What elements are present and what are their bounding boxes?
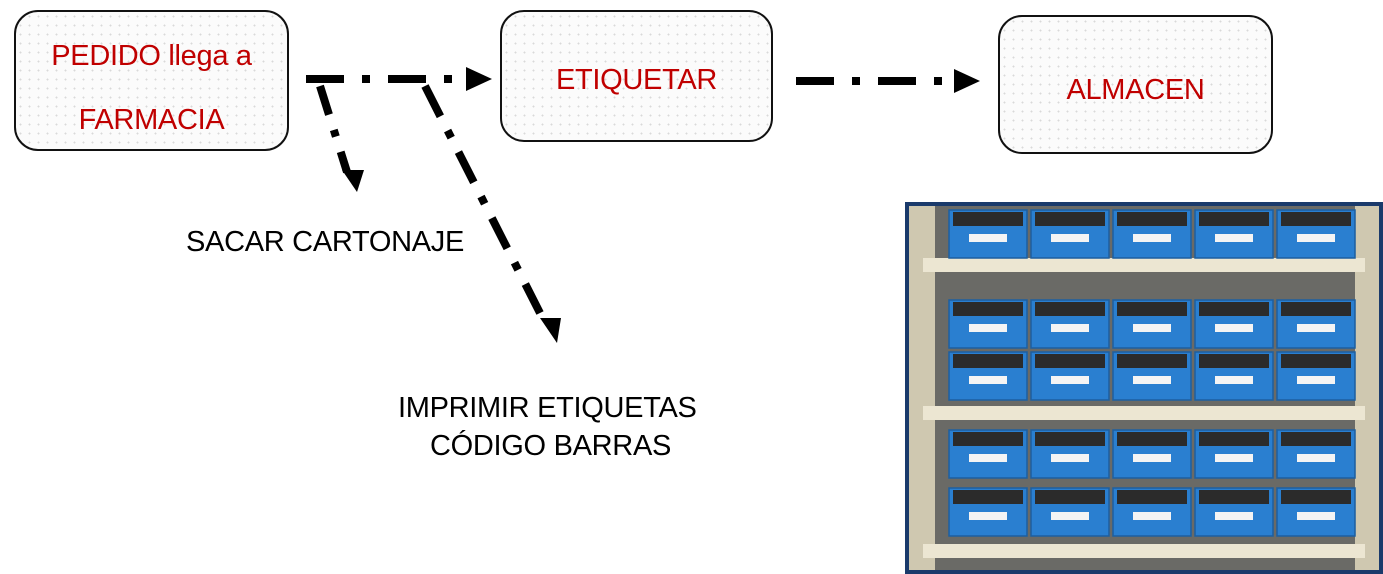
arrowhead-almacen <box>954 69 980 93</box>
arrowhead-imprimir <box>540 318 561 343</box>
storage-bin <box>948 429 1028 479</box>
storage-bin <box>1194 429 1274 479</box>
arrow-to-sacar-cartonaje <box>316 84 351 174</box>
storage-bin <box>1276 351 1356 401</box>
shelf-board <box>923 406 1365 420</box>
shelving-illustration <box>909 206 1379 570</box>
storage-bin <box>1276 429 1356 479</box>
storage-bin <box>1112 487 1192 537</box>
node-etiquetar: ETIQUETAR <box>500 10 773 142</box>
storage-bin <box>1112 429 1192 479</box>
storage-bin <box>1030 299 1110 349</box>
label-imprimir-line1: IMPRIMIR ETIQUETAS <box>398 392 697 424</box>
arrow-to-imprimir-etiquetas <box>421 84 544 315</box>
storage-bin <box>1194 209 1274 259</box>
storage-bin <box>1112 299 1192 349</box>
storage-bin <box>1030 429 1110 479</box>
storage-bin <box>948 487 1028 537</box>
arrowhead-etiquetar <box>466 67 492 91</box>
shelf-board <box>923 258 1365 272</box>
node-pedido-line1: PEDIDO llega a <box>51 40 252 72</box>
label-imprimir-line2: CÓDIGO BARRAS <box>430 430 672 462</box>
storage-bin <box>948 299 1028 349</box>
storage-bin <box>1030 209 1110 259</box>
storage-bin <box>948 209 1028 259</box>
shelf-board <box>923 544 1365 558</box>
storage-bin <box>1194 299 1274 349</box>
storage-bin <box>1030 487 1110 537</box>
storage-bin <box>1276 487 1356 537</box>
node-almacen: ALMACEN <box>998 15 1273 154</box>
arrowhead-sacar <box>342 170 364 192</box>
node-pedido-line2: FARMACIA <box>78 104 225 136</box>
node-pedido: PEDIDO llega a FARMACIA <box>14 10 289 151</box>
storage-bin <box>948 351 1028 401</box>
storage-bin <box>1194 487 1274 537</box>
node-etiquetar-label: ETIQUETAR <box>555 64 718 96</box>
storage-bin <box>1112 351 1192 401</box>
storage-bin <box>1276 209 1356 259</box>
storage-bin <box>1276 299 1356 349</box>
node-almacen-label: ALMACEN <box>1066 74 1205 106</box>
storage-bin <box>1112 209 1192 259</box>
storage-bin <box>1030 351 1110 401</box>
storage-bin <box>1194 351 1274 401</box>
storage-shelving-photo <box>905 202 1383 574</box>
label-sacar-cartonaje: SACAR CARTONAJE <box>186 226 465 258</box>
